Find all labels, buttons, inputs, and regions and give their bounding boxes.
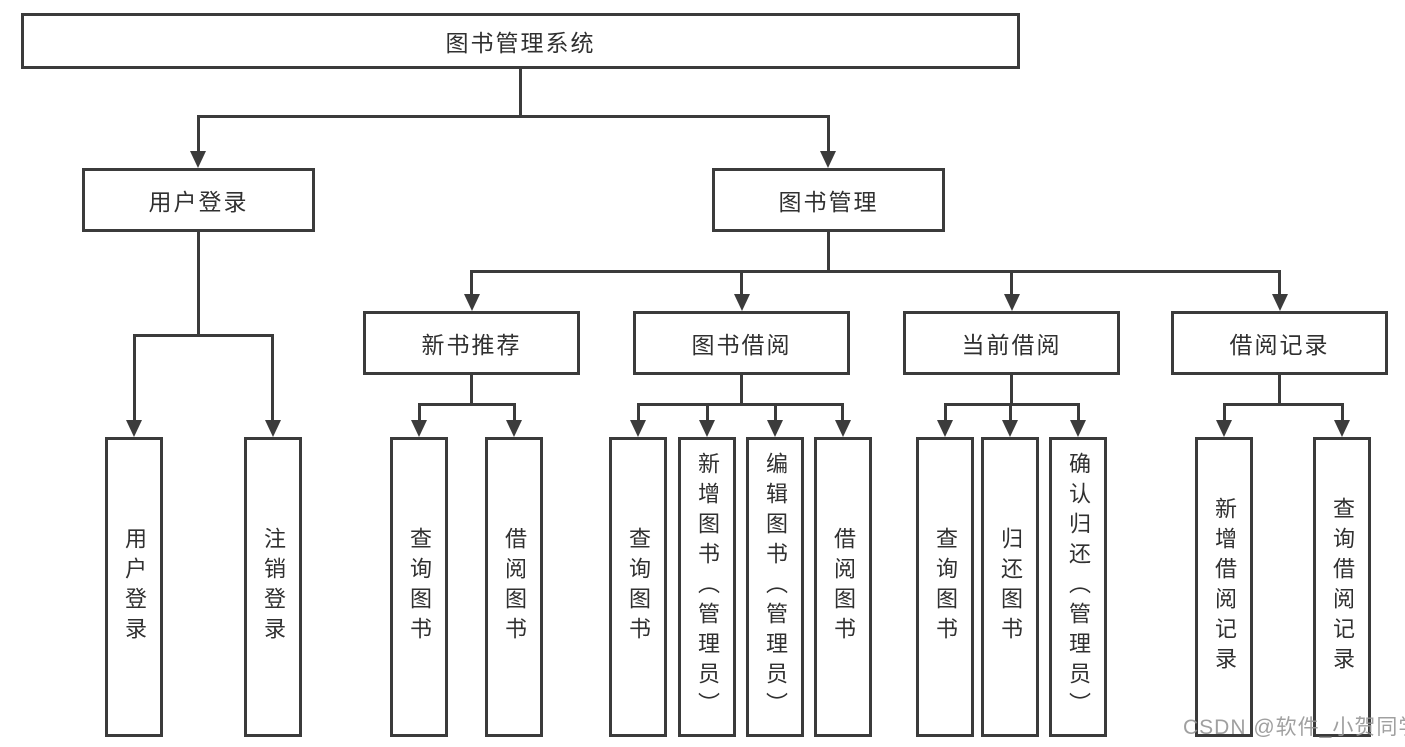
leaf-borrow-add-books-admin: 新增图书（管理员） — [678, 437, 736, 737]
arrowhead-down — [734, 294, 750, 311]
connector-vline — [470, 270, 473, 296]
connector-vline — [1010, 375, 1013, 405]
node-label: 当前借阅 — [961, 332, 1062, 358]
node-label: 查询借阅记录 — [1330, 497, 1355, 677]
node-label: 图书借阅 — [691, 332, 792, 358]
node-new-book-recommend: 新书推荐 — [363, 311, 580, 375]
arrowhead-down — [126, 420, 142, 437]
node-book-borrow: 图书借阅 — [633, 311, 850, 375]
connector-hline — [637, 403, 843, 406]
connector-vline — [1077, 403, 1080, 422]
arrowhead-down — [411, 420, 427, 437]
arrowhead-down — [699, 420, 715, 437]
connector-vline — [637, 403, 640, 422]
node-current-borrow: 当前借阅 — [903, 311, 1120, 375]
arrowhead-down — [506, 420, 522, 437]
leaf-borrow-borrow-books: 借阅图书 — [814, 437, 872, 737]
leaf-user-login: 用户登录 — [105, 437, 163, 737]
connector-hline — [470, 270, 1281, 273]
arrowhead-down — [630, 420, 646, 437]
node-label: 图书管理系统 — [445, 30, 596, 56]
connector-hline — [1223, 403, 1343, 406]
node-root: 图书管理系统 — [21, 13, 1020, 69]
connector-vline — [519, 69, 522, 118]
arrowhead-down — [937, 420, 953, 437]
arrowhead-down — [190, 151, 206, 168]
node-label: 新增图书（管理员） — [695, 452, 720, 722]
connector-vline — [1341, 403, 1344, 422]
node-label: 借阅图书 — [502, 527, 527, 647]
leaf-logout-login: 注销登录 — [244, 437, 302, 737]
node-label: 用户登录 — [148, 189, 249, 215]
connector-vline — [841, 403, 844, 422]
connector-vline — [513, 403, 516, 422]
connector-hline — [418, 403, 515, 406]
connector-vline — [740, 270, 743, 296]
node-label: 用户登录 — [122, 527, 147, 647]
connector-vline — [1278, 375, 1281, 405]
arrowhead-down — [464, 294, 480, 311]
arrowhead-down — [265, 420, 281, 437]
node-label: 借阅记录 — [1229, 332, 1330, 358]
leaf-current-return-books: 归还图书 — [981, 437, 1039, 737]
arrowhead-down — [1002, 420, 1018, 437]
connector-vline — [740, 375, 743, 405]
node-label: 确认归还（管理员） — [1066, 452, 1091, 722]
connector-vline — [1009, 403, 1012, 422]
leaf-current-query-books: 查询图书 — [916, 437, 974, 737]
connector-vline — [470, 375, 473, 405]
leaf-current-confirm-return-admin: 确认归还（管理员） — [1049, 437, 1107, 737]
arrowhead-down — [1070, 420, 1086, 437]
node-label: 新增借阅记录 — [1212, 497, 1237, 677]
connector-vline — [944, 403, 947, 422]
csdn-watermark: CSDN @软件_小贺同学 — [1183, 716, 1405, 739]
leaf-borrow-edit-books-admin: 编辑图书（管理员） — [746, 437, 804, 737]
node-label: 归还图书 — [998, 527, 1023, 647]
connector-vline — [197, 232, 200, 336]
connector-vline — [133, 334, 136, 422]
node-label: 查询图书 — [407, 527, 432, 647]
leaf-borrow-query-books: 查询图书 — [609, 437, 667, 737]
node-label: 查询图书 — [626, 527, 651, 647]
node-borrow-records: 借阅记录 — [1171, 311, 1388, 375]
leaf-records-query-record: 查询借阅记录 — [1313, 437, 1371, 737]
connector-hline — [197, 115, 830, 118]
connector-vline — [1223, 403, 1226, 422]
arrowhead-down — [835, 420, 851, 437]
node-label: 编辑图书（管理员） — [763, 452, 788, 722]
connector-vline — [1010, 270, 1013, 296]
connector-vline — [827, 115, 830, 153]
connector-vline — [1278, 270, 1281, 296]
connector-vline — [271, 334, 274, 422]
node-label: 注销登录 — [261, 527, 286, 647]
arrowhead-down — [820, 151, 836, 168]
connector-hline — [133, 334, 274, 337]
connector-vline — [418, 403, 421, 422]
node-user-login: 用户登录 — [82, 168, 315, 232]
node-book-management: 图书管理 — [712, 168, 945, 232]
node-label: 借阅图书 — [831, 527, 856, 647]
connector-vline — [774, 403, 777, 422]
arrowhead-down — [1334, 420, 1350, 437]
connector-vline — [827, 232, 830, 272]
leaf-records-add-record: 新增借阅记录 — [1195, 437, 1253, 737]
node-label: 图书管理 — [778, 189, 879, 215]
leaf-newbook-query-books: 查询图书 — [390, 437, 448, 737]
arrowhead-down — [767, 420, 783, 437]
node-label: 查询图书 — [933, 527, 958, 647]
node-label: 新书推荐 — [421, 332, 522, 358]
connector-vline — [706, 403, 709, 422]
arrowhead-down — [1216, 420, 1232, 437]
connector-vline — [197, 115, 200, 153]
arrowhead-down — [1272, 294, 1288, 311]
arrowhead-down — [1004, 294, 1020, 311]
leaf-newbook-borrow-books: 借阅图书 — [485, 437, 543, 737]
